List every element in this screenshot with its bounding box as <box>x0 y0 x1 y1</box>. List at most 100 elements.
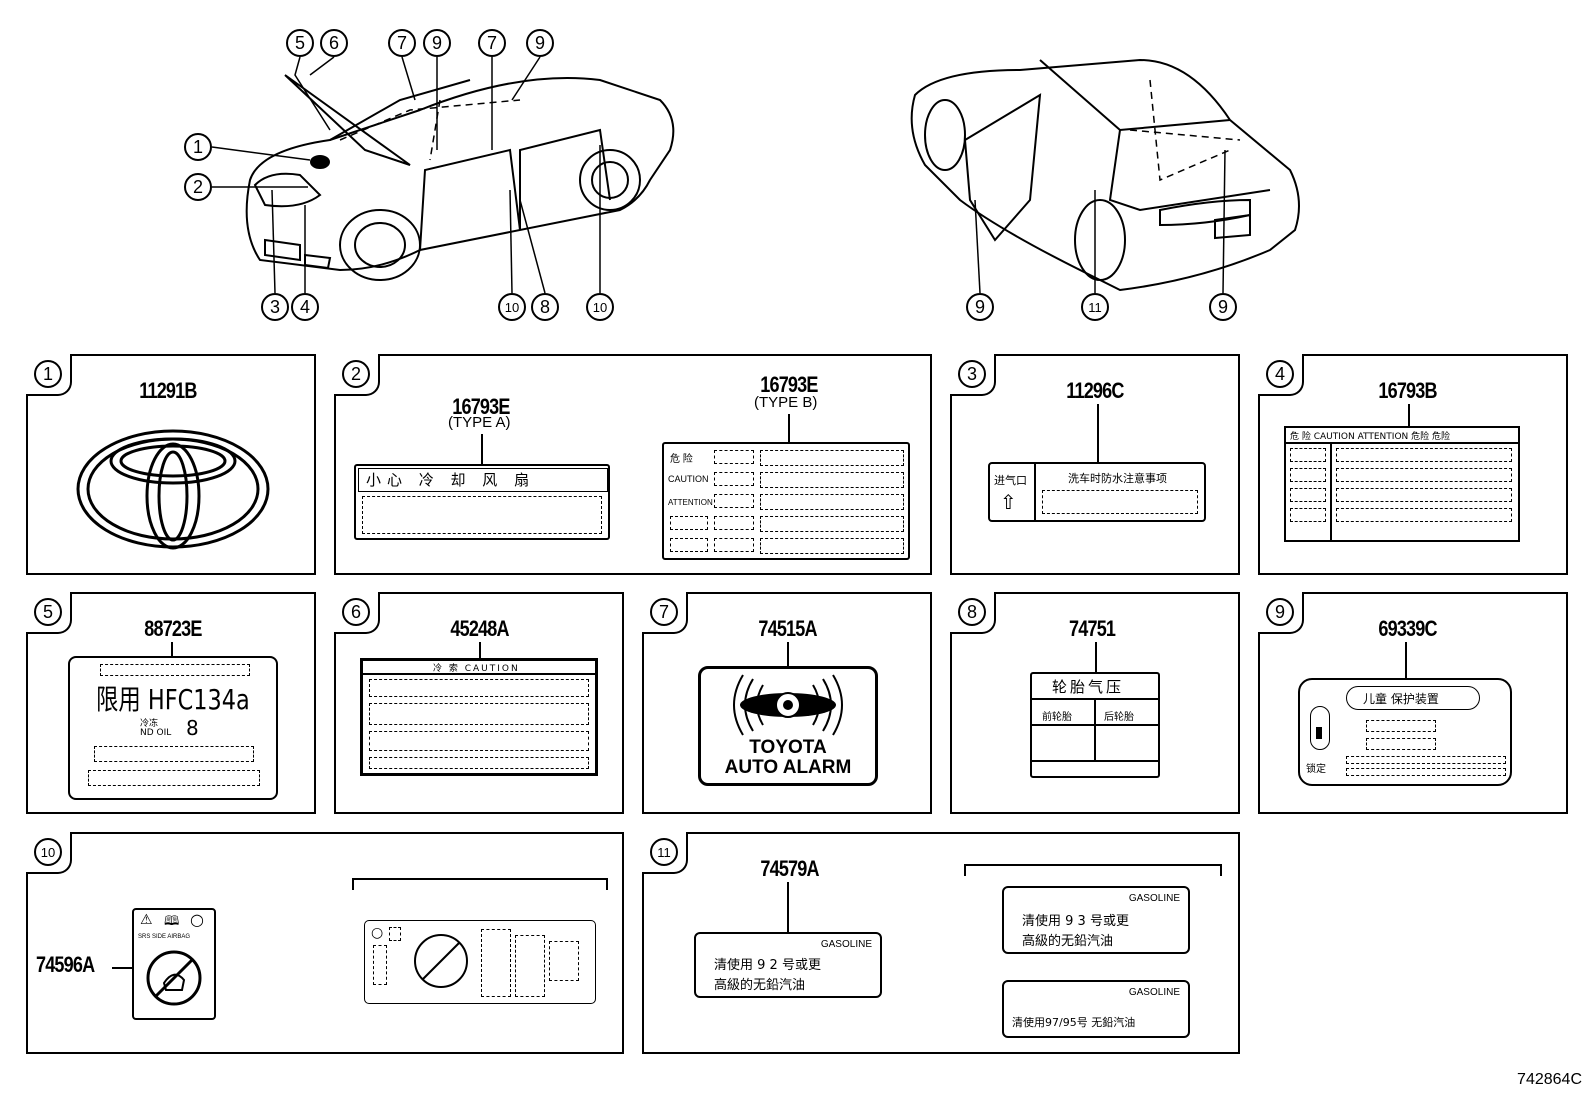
alarm-car-icon <box>733 674 843 736</box>
callout-4: 4 <box>291 293 319 321</box>
gasoline-line-1: 清使用97/95号 无鉛汽油 <box>1012 1016 1136 1029</box>
panel-number: 6 <box>334 592 380 634</box>
callout-9b: 9 <box>526 29 554 57</box>
callout-8: 8 <box>531 293 559 321</box>
oil-en-text: ND OIL <box>140 728 172 738</box>
gasoline-line-1: 清使用 9 3 号或更 <box>1022 914 1129 929</box>
leader-line <box>1405 642 1407 680</box>
panel-10: 10 74596A ⚠ 🕮 ○ SRS SIDE AIRBAG ○ <box>26 832 624 1054</box>
label-type-b: 危 险 CAUTION ATTENTION <box>662 442 910 560</box>
panel-number: 8 <box>950 592 996 634</box>
part-number: 69339C <box>1378 616 1437 641</box>
part-number: 74515A <box>758 616 817 641</box>
panel-number: 10 <box>26 832 72 874</box>
part-number: 74751 <box>1069 616 1116 641</box>
leader-line <box>112 967 134 969</box>
type-b-row-1: 危 险 <box>670 454 693 465</box>
panel-2: 2 16793E (TYPE A) 小心 冷 却 风 扇 16793E (TYP… <box>334 354 932 575</box>
caution-header: 危 险 CAUTION ATTENTION 危险 危险 <box>1290 432 1450 442</box>
part-number-type-a: 16793E <box>452 394 510 419</box>
leader-line <box>1097 404 1099 464</box>
part-number: 11291B <box>139 378 197 403</box>
circle-icon: ○ <box>190 910 204 929</box>
drawing-number: 742864C <box>1517 1071 1582 1088</box>
panel-1: 1 11291B <box>26 354 316 575</box>
toyota-logo-icon <box>76 429 270 550</box>
coolant-header: 冷 索 CAUTION <box>433 664 520 674</box>
leader-line <box>788 414 790 444</box>
callout-10b: 10 <box>586 293 614 321</box>
panel-9: 9 69339C 儿童 保护装置 锁定 <box>1258 592 1568 814</box>
label-side-airbag: ⚠ 🕮 ○ SRS SIDE AIRBAG <box>132 908 216 1020</box>
panel-3: 3 11296C 进气口 ⇧ 洗车时防水注意事项 <box>950 354 1240 575</box>
label-tire-pressure: 轮胎气压 前轮胎 后轮胎 <box>1030 672 1160 778</box>
part-number: 88723E <box>144 616 202 641</box>
leader-line <box>1095 642 1097 674</box>
panel-number: 9 <box>1258 592 1304 634</box>
panel-6: 6 45248A 冷 索 CAUTION <box>334 592 624 814</box>
callout-5: 5 <box>286 29 314 57</box>
callout-10a: 10 <box>498 293 526 321</box>
label-child-lock: 儿童 保护装置 锁定 <box>1298 678 1512 786</box>
oil-number: 8 <box>186 716 199 740</box>
up-arrow-icon: ⇧ <box>1000 490 1017 514</box>
gasoline-top: GASOLINE <box>1128 893 1180 904</box>
leader-line <box>479 642 481 660</box>
lock-switch-icon <box>1310 706 1330 750</box>
panel-number: 1 <box>26 354 72 396</box>
panel-number: 5 <box>26 592 72 634</box>
bracket-top <box>352 878 608 890</box>
manual-book-icon: 🕮 <box>164 914 180 929</box>
type-b-caption: (TYPE B) <box>754 394 818 411</box>
part-number: 45248A <box>450 616 509 641</box>
tire-front-label: 前轮胎 <box>1042 712 1072 723</box>
gasoline-line-2: 高級的无鉛汽油 <box>714 978 806 993</box>
warning-triangle-icon: ⚠ <box>140 912 153 928</box>
label-gasoline-92: GASOLINE 清使用 9 2 号或更 高級的无鉛汽油 <box>694 932 882 998</box>
gasoline-line-1: 清使用 9 2 号或更 <box>714 958 821 973</box>
label-type-a-text: 小心 冷 却 风 扇 <box>366 471 536 489</box>
panel-11: 11 74579A GASOLINE 清使用 9 2 号或更 高級的无鉛汽油 G… <box>642 832 1240 1054</box>
gasoline-top: GASOLINE <box>820 939 872 950</box>
label-refrigerant: 限用 HFC134a 冷冻 ND OIL 8 <box>68 656 278 800</box>
child-lock-title-box: 儿童 保护装置 <box>1346 686 1480 710</box>
gasoline-top: GASOLINE <box>1128 987 1180 998</box>
panel-5: 5 88723E 限用 HFC134a 冷冻 ND OIL 8 <box>26 592 316 814</box>
label-auto-alarm: TOYOTA AUTO ALARM <box>698 666 878 786</box>
child-lock-title: 儿童 保护装置 <box>1363 692 1439 706</box>
leader-line <box>787 642 789 668</box>
panel-8: 8 74751 轮胎气压 前轮胎 后轮胎 <box>950 592 1240 814</box>
label-airbag-wide: ○ <box>364 920 596 1004</box>
airbag-text: SRS SIDE AIRBAG <box>138 934 191 940</box>
type-b-row-2: CAUTION <box>668 474 709 484</box>
alarm-line-2: AUTO ALARM <box>724 757 852 778</box>
wash-caution-title: 洗车时防水注意事项 <box>1068 472 1167 485</box>
panel-7: 7 74515A TOYOTA AUTO ALARM <box>642 592 932 814</box>
bracket-top <box>964 864 1222 876</box>
oil-cn-text: 冷冻 <box>140 719 159 729</box>
intake-text: 进气口 <box>994 474 1027 487</box>
alarm-line-1: TOYOTA <box>749 737 827 758</box>
callout-2: 2 <box>184 173 212 201</box>
gasoline-line-2: 高級的无鉛汽油 <box>1022 934 1114 949</box>
part-number: 16793B <box>1378 378 1437 403</box>
leader-line <box>1408 404 1410 428</box>
leader-line <box>171 642 173 658</box>
callout-9d: 9 <box>1209 293 1237 321</box>
panel-number: 11 <box>642 832 688 874</box>
circle-icon: ○ <box>371 925 384 941</box>
tire-title: 轮胎气压 <box>1052 678 1125 696</box>
label-gasoline-93: GASOLINE 清使用 9 3 号或更 高級的无鉛汽油 <box>1002 886 1190 954</box>
callout-3: 3 <box>261 293 289 321</box>
part-number: 74596A <box>36 952 95 977</box>
tire-rear-label: 后轮胎 <box>1104 712 1134 723</box>
panel-number: 7 <box>642 592 688 634</box>
label-coolant-caution: 冷 索 CAUTION <box>360 658 598 776</box>
callout-9c: 9 <box>966 293 994 321</box>
callout-9a: 9 <box>423 29 451 57</box>
callout-7b: 7 <box>478 29 506 57</box>
part-number: 11296C <box>1066 378 1124 403</box>
callout-6: 6 <box>320 29 348 57</box>
panel-number: 2 <box>334 354 380 396</box>
